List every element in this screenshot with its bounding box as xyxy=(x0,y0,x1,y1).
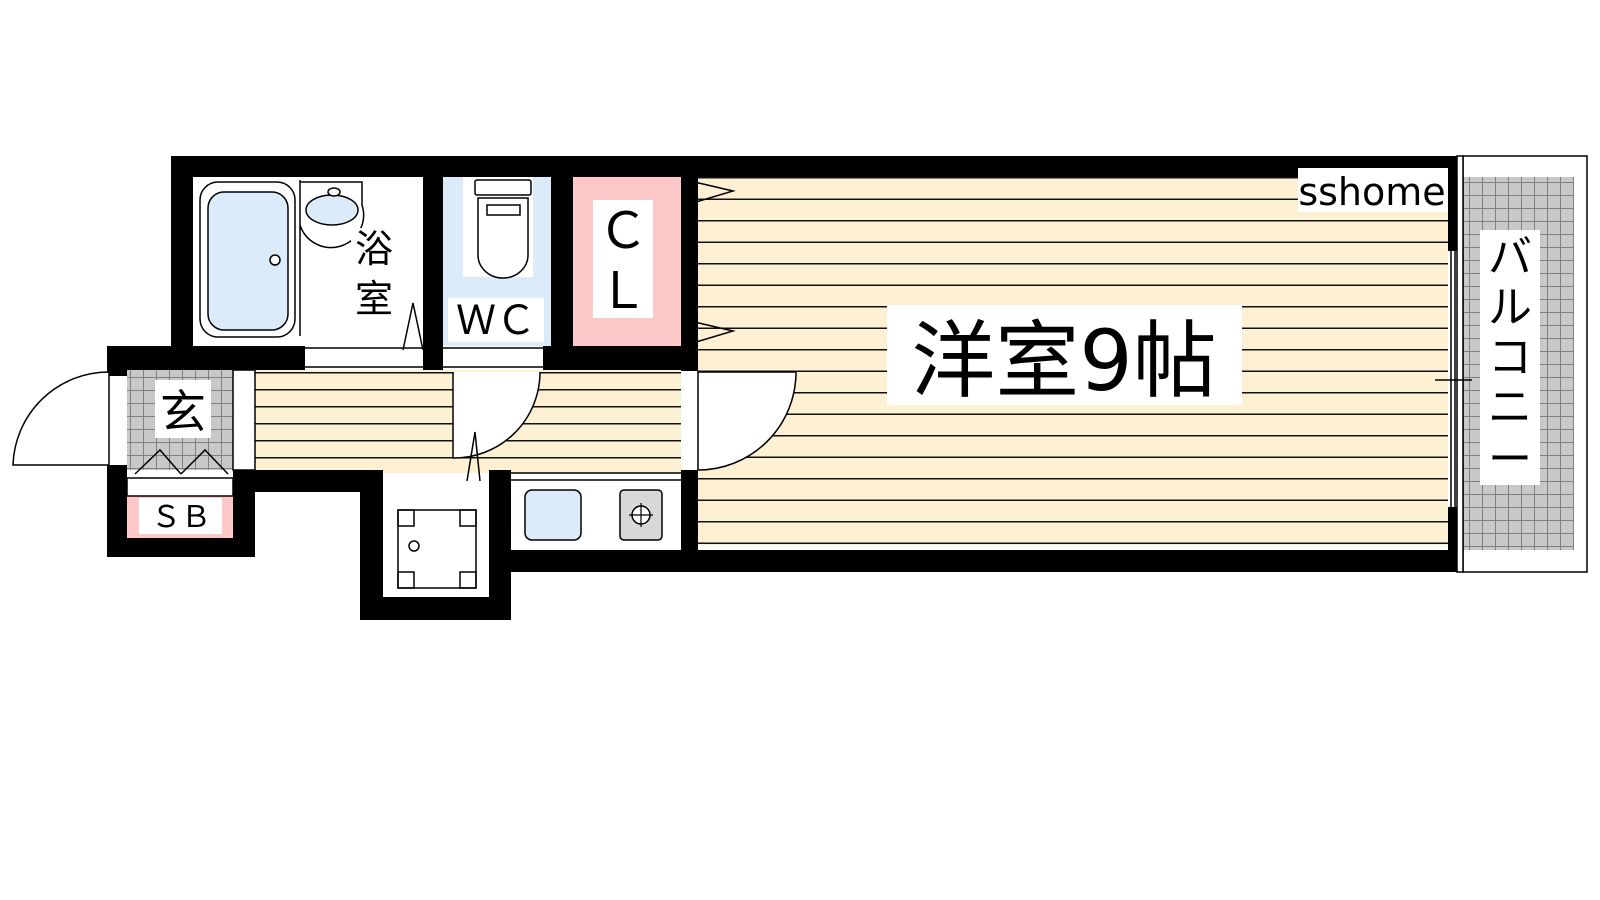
closet-door-top xyxy=(685,179,736,206)
balcony-label-3: コ xyxy=(1488,332,1532,383)
balcony-label-2: ル xyxy=(1488,282,1532,333)
closet-label-1: Ｃ xyxy=(598,202,648,260)
label-backgrounds xyxy=(139,168,1540,534)
wc-label: ＷＣ xyxy=(456,298,536,344)
watermark-label: sshome xyxy=(1298,170,1445,214)
bath-label-1: 浴 xyxy=(355,227,393,271)
bath-label-2: 室 xyxy=(355,277,393,321)
bath-door-mark xyxy=(402,302,424,351)
sink-icon xyxy=(524,489,582,541)
western-room-label: 洋室9帖 xyxy=(911,312,1216,410)
closet-door-bottom xyxy=(685,319,736,346)
shoebox-label: ＳＢ xyxy=(151,500,211,535)
balcony-label-5: ー xyxy=(1488,434,1532,485)
walls xyxy=(107,156,1457,620)
washbasin-icon xyxy=(299,180,365,336)
bathtub-icon xyxy=(199,181,296,338)
entrance-label: 玄 xyxy=(160,385,206,439)
washing-machine-pan-icon xyxy=(397,509,477,589)
closet-label-2: Ｌ xyxy=(598,262,648,320)
stove-icon xyxy=(619,489,663,541)
washer-door-mark xyxy=(466,431,481,482)
doors xyxy=(12,179,1472,507)
room-door xyxy=(697,371,797,471)
shoebox-door xyxy=(134,448,229,475)
entrance-door xyxy=(12,371,110,466)
balcony-label-4: ニ xyxy=(1488,382,1532,433)
balcony-label-1: バ xyxy=(1488,232,1532,283)
toilet-icon xyxy=(474,179,532,279)
